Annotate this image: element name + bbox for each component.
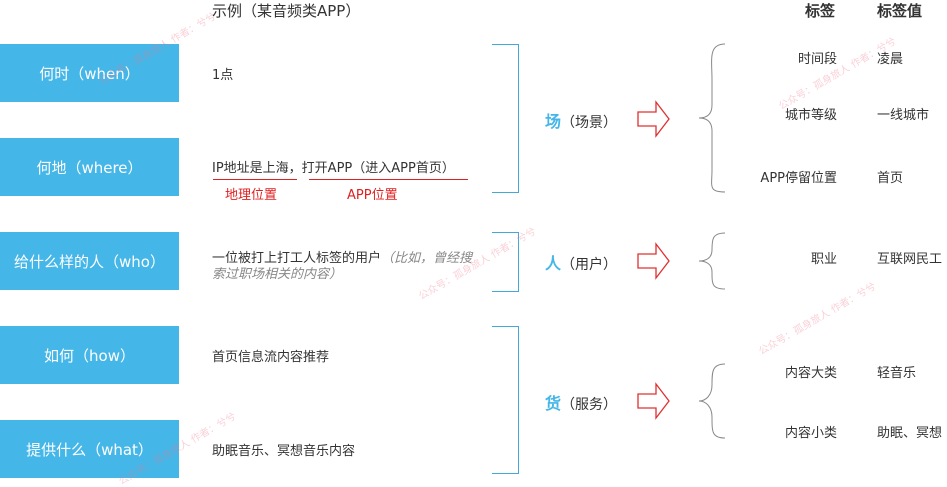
- tag-value: 一线城市: [877, 108, 930, 123]
- example-column-header: 示例（某音频类APP）: [212, 2, 361, 20]
- dimension-what: 提供什么（what）: [0, 420, 179, 478]
- group-scene-label: （场景）: [561, 115, 618, 131]
- curly-brace-user: [698, 232, 726, 290]
- annotation-geo: 地理位置: [225, 188, 278, 203]
- curly-brace-service: [698, 363, 726, 439]
- example-who-main: 一位被打上打工人标签的用户: [212, 251, 382, 266]
- bracket-user: [492, 232, 519, 292]
- annotation-app: APP位置: [347, 188, 398, 203]
- group-user-key: 人: [545, 254, 562, 273]
- tag-value: 助眠、冥想: [877, 426, 943, 441]
- example-who: 一位被打上打工人标签的用户（比如，曾经搜索过职场相关的内容）: [212, 251, 482, 283]
- tag-name: 时间段: [797, 52, 837, 67]
- example-who-note: （比如，曾经搜索过职场相关的内容）: [212, 251, 473, 282]
- tag-name: 内容小类: [784, 426, 837, 441]
- dimension-how: 如何（how）: [0, 326, 179, 384]
- group-service-label: （服务）: [561, 397, 618, 413]
- dimension-who: 给什么样的人（who）: [0, 232, 179, 290]
- tag-value: 轻音乐: [877, 366, 917, 381]
- group-user-label: （用户）: [561, 257, 618, 273]
- group-service-key: 货: [545, 394, 562, 413]
- example-what: 助眠音乐、冥想音乐内容: [212, 444, 356, 459]
- underline-app: [309, 179, 468, 180]
- tag-value: 首页: [877, 171, 904, 186]
- bracket-scene: [492, 44, 519, 193]
- tag-value: 互联网民工: [877, 252, 943, 267]
- tag-value-column-header: 标签值: [877, 2, 923, 20]
- curly-brace-scene: [698, 43, 726, 193]
- dimension-when: 何时（when）: [0, 44, 179, 102]
- tag-column-header: 标签: [805, 2, 836, 20]
- tag-name: APP停留位置: [760, 171, 837, 186]
- arrow-right-icon: [637, 382, 670, 420]
- group-scene-key: 场: [545, 112, 562, 131]
- tag-name: 职业: [810, 252, 837, 267]
- example-where: IP地址是上海，打开APP（进入APP首页）: [212, 161, 455, 176]
- arrow-right-icon: [637, 100, 670, 138]
- group-scene: 场（场景）: [545, 108, 617, 132]
- bracket-service: [492, 326, 519, 474]
- example-when: 1点: [212, 68, 234, 83]
- dimension-where: 何地（where）: [0, 138, 179, 196]
- group-service: 货（服务）: [545, 390, 617, 414]
- example-how: 首页信息流内容推荐: [212, 350, 330, 365]
- tag-name: 内容大类: [784, 366, 837, 381]
- arrow-right-icon: [637, 242, 670, 280]
- group-user: 人（用户）: [545, 250, 617, 274]
- tag-value: 凌晨: [877, 52, 904, 67]
- underline-geo: [213, 179, 297, 180]
- tag-name: 城市等级: [784, 108, 837, 123]
